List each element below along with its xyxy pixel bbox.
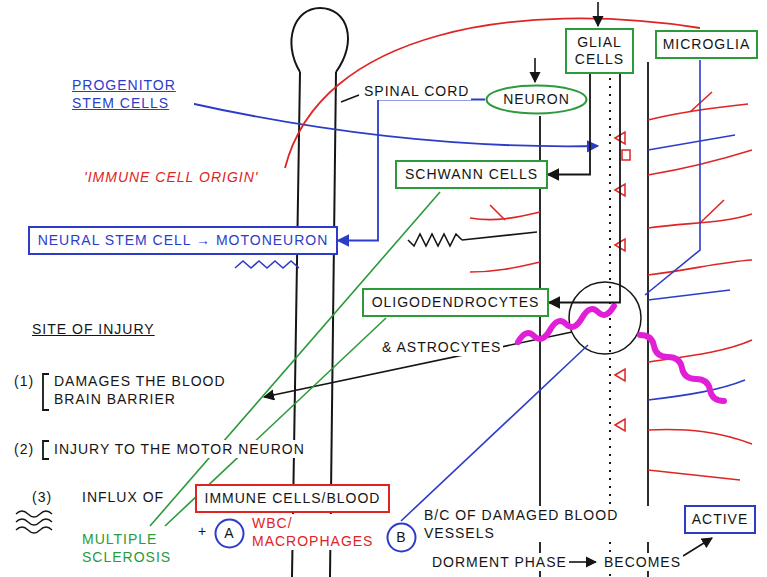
state-name: DORMENT PHASE xyxy=(430,553,569,571)
nerve-line xyxy=(645,60,700,295)
note: 'IMMUNE CELL ORIGIN' xyxy=(82,168,260,186)
node-text: GLIAL CELLS xyxy=(575,34,624,68)
item-number: (1) xyxy=(12,372,36,390)
cell-type-box: OLIGODENDROCYTES xyxy=(362,288,549,317)
node-outline-shape xyxy=(388,524,416,552)
vessel-branch xyxy=(648,470,740,480)
input-arrow xyxy=(534,58,536,82)
flow-arrow xyxy=(566,561,596,563)
node-text: IMMUNE CELLS/BLOOD xyxy=(205,490,381,507)
leader-line xyxy=(341,95,359,102)
nerve-branch xyxy=(648,380,745,400)
process-box: NEURAL STEM CELL → MOTONEURON xyxy=(28,226,338,255)
cord-line xyxy=(647,62,649,577)
note: BECOMES xyxy=(602,553,683,571)
bracket xyxy=(43,441,49,459)
flow-arrow xyxy=(683,538,712,556)
cell-marker xyxy=(622,150,630,160)
node-text: OLIGODENDROCYTES xyxy=(372,294,540,311)
wave-symbol xyxy=(16,527,52,533)
cell-type-box: MICROGLIA xyxy=(655,30,758,59)
spinal-cord-head xyxy=(291,8,348,72)
dotted-axis xyxy=(609,78,611,577)
node-text: NEURAL STEM CELL → MOTONEURON xyxy=(38,232,329,249)
vessel-branch xyxy=(470,212,540,220)
node-text: A xyxy=(224,525,234,542)
vessel-branch xyxy=(470,262,540,272)
vessel-branch xyxy=(648,430,752,444)
note: INFLUX OF xyxy=(80,488,166,506)
node-text: SCHWANN CELLS xyxy=(405,166,538,183)
vessel-branch xyxy=(648,104,748,120)
zigzag xyxy=(408,234,462,246)
cell-type-box: SCHWANN CELLS xyxy=(395,160,548,189)
link-line xyxy=(401,345,588,521)
node-outline-shape xyxy=(487,86,587,114)
injury-stroke xyxy=(640,335,724,401)
callout-circle: B xyxy=(386,522,417,553)
note: WBC/ MACROPHAGES xyxy=(250,514,379,550)
part-name: SPINAL CORD xyxy=(362,82,471,100)
origin-arc xyxy=(285,18,700,168)
input-arrow xyxy=(597,2,599,26)
node-text: MICROGLIA xyxy=(663,36,751,53)
highlight-box: IMMUNE CELLS/BLOOD xyxy=(195,484,390,513)
signal-line xyxy=(462,232,537,240)
zigzag xyxy=(235,261,299,268)
node-text: B xyxy=(396,529,406,546)
node-outline-shape xyxy=(216,520,244,548)
vessel-branch xyxy=(690,92,712,112)
part-name: & ASTROCYTES xyxy=(380,338,503,356)
nerve-branch xyxy=(648,290,730,300)
disease-name: MULTIPLE SCLEROSIS xyxy=(80,530,194,566)
cell-type-oval: NEURON xyxy=(485,84,588,115)
vessel-branch xyxy=(648,260,752,275)
note: B/C OF DAMAGED BLOOD VESSELS xyxy=(422,506,651,542)
vessel-branch xyxy=(490,205,505,220)
cell-marker xyxy=(615,419,625,431)
vessel-branch xyxy=(700,200,724,223)
cell-type-box: GLIAL CELLS xyxy=(565,28,634,74)
item-number: (2) xyxy=(12,440,36,458)
nerve-branch xyxy=(648,135,735,150)
heading-note: PROGENITOR STEM CELLS xyxy=(70,76,194,112)
heading-note: SITE OF INJURY xyxy=(30,320,157,338)
bracket xyxy=(43,374,49,410)
note: DAMAGES THE BLOOD BRAIN BARRIER xyxy=(52,372,246,408)
wave-symbol xyxy=(16,519,52,525)
node-text: ACTIVE xyxy=(692,511,749,528)
note: INJURY TO THE MOTOR NEURON xyxy=(52,440,307,458)
cell-marker xyxy=(615,369,625,381)
item-number: (3) xyxy=(30,488,54,506)
state-box: ACTIVE xyxy=(684,505,756,534)
node-text: NEURON xyxy=(503,91,570,108)
symbol: + xyxy=(196,522,209,540)
callout-circle: A xyxy=(214,518,245,549)
wave-symbol xyxy=(16,511,52,517)
